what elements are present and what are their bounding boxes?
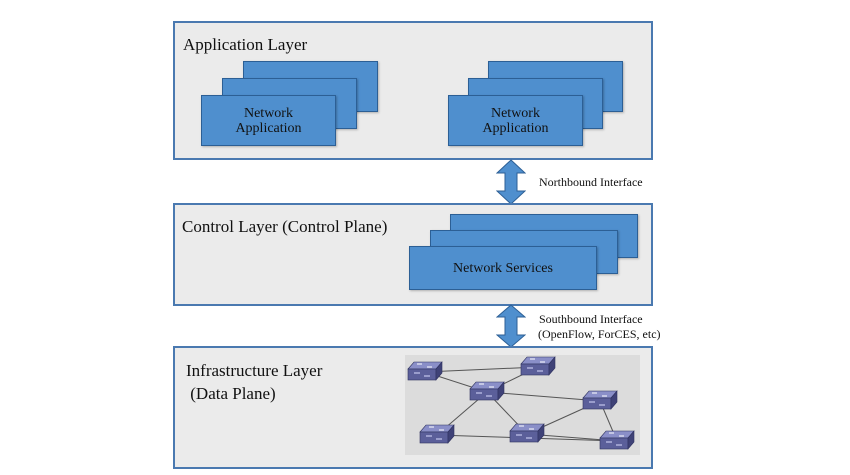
- switch-1-icon: [407, 361, 443, 381]
- infrastructure-layer-title-line2: (Data Plane): [186, 384, 276, 403]
- network-application-card-2: Network Application: [448, 95, 583, 146]
- northbound-interface-label: Northbound Interface: [539, 175, 643, 189]
- southbound-interface-label-line2: (OpenFlow, ForCES, etc): [535, 327, 661, 341]
- southbound-interface-label-line1: Southbound Interface: [539, 312, 643, 326]
- switch-6-icon: [419, 424, 455, 444]
- switch-7-icon: [599, 430, 635, 450]
- network-topology: [407, 356, 635, 450]
- switch-4-icon: [582, 390, 618, 410]
- network-link: [486, 391, 601, 402]
- infrastructure-layer-title-line1: Infrastructure Layer: [186, 361, 323, 380]
- network-switches: [407, 356, 635, 450]
- control-layer-title: Control Layer (Control Plane): [182, 217, 388, 236]
- network-topology-panel: [405, 355, 640, 455]
- network-application-card-1: Network Application: [201, 95, 336, 146]
- switch-5-icon: [509, 423, 545, 443]
- network-services-card: Network Services: [409, 246, 597, 290]
- switch-2-icon: [520, 356, 556, 376]
- southbound-arrow-icon: [496, 304, 526, 348]
- application-layer-title: Application Layer: [183, 35, 308, 54]
- network-application-label-1: Network Application: [235, 105, 302, 136]
- network-link: [424, 366, 539, 373]
- network-application-label-2: Network Application: [482, 105, 549, 136]
- network-services-label: Network Services: [453, 260, 553, 276]
- northbound-arrow-icon: [496, 159, 526, 205]
- switch-3-icon: [469, 381, 505, 401]
